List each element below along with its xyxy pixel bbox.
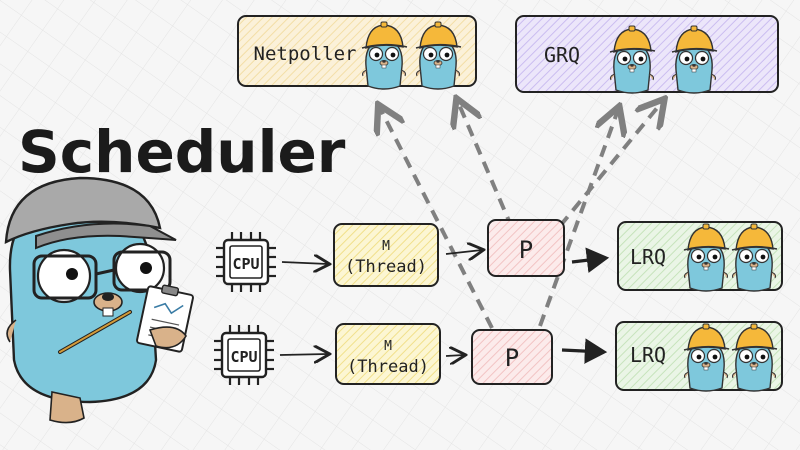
professor-gopher-icon: [4, 176, 194, 424]
m-thread-box: M (Thread): [333, 223, 439, 287]
m-thread-box: M (Thread): [335, 323, 441, 385]
netpoller-label: Netpoller: [254, 43, 357, 65]
grq-box: GRQ: [515, 15, 779, 94]
p-label: P: [519, 236, 533, 264]
p1-to-netpoller-arrow: [458, 102, 514, 229]
p2-to-grq-arrow: [538, 110, 618, 327]
lrq-label: LRQ: [630, 245, 666, 269]
p-box: P: [471, 329, 553, 385]
cpu-to-m-arrow: [281, 262, 328, 264]
page-title: Scheduler: [18, 118, 346, 186]
m-label: M: [382, 239, 390, 254]
p-to-lrq-arrow: [571, 247, 610, 273]
m-to-p-arrow: [445, 250, 482, 254]
p-to-lrq-arrow: [561, 338, 608, 364]
m-to-p-arrow: [445, 355, 464, 356]
p1-to-grq-arrow: [558, 102, 662, 228]
grq-label: GRQ: [544, 43, 580, 67]
p2-to-netpoller-arrow: [380, 108, 494, 329]
p-label: P: [505, 344, 519, 372]
lrq-box: LRQ: [617, 221, 783, 292]
cpu-to-m-arrow: [279, 354, 328, 355]
thread-label: (Thread): [347, 357, 429, 377]
thread-label: (Thread): [345, 257, 427, 277]
dashed-arrows: [380, 102, 662, 329]
lrq-label: LRQ: [630, 343, 666, 367]
lrq-box: LRQ: [615, 321, 783, 392]
netpoller-box: Netpoller: [237, 15, 477, 90]
cpu-label: CPU: [230, 348, 257, 366]
p-box: P: [487, 219, 565, 277]
cpu-label: CPU: [232, 255, 259, 273]
m-label: M: [384, 339, 392, 354]
